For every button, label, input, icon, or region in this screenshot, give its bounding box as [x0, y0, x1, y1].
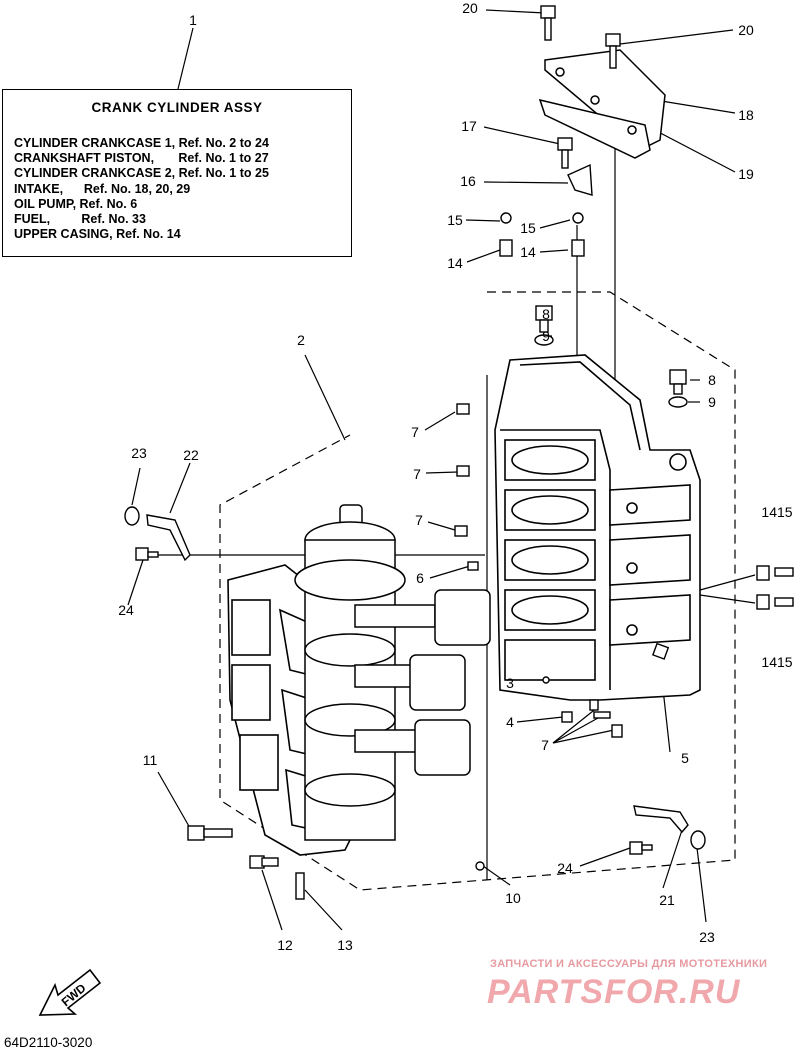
- callout-16[interactable]: 16: [460, 173, 476, 189]
- leader-2: [304, 354, 346, 441]
- callout-17[interactable]: 17: [461, 118, 477, 134]
- callout-20[interactable]: 20: [738, 22, 754, 38]
- callout-14[interactable]: 14: [520, 244, 536, 260]
- reference-line: CRANKSHAFT PISTON, Ref. No. 1 to 27: [14, 151, 269, 166]
- diagram-code: 64D2110-3020: [4, 1035, 93, 1050]
- callout-15[interactable]: 15: [520, 220, 536, 236]
- callout-1[interactable]: 1: [189, 12, 197, 28]
- callout-6[interactable]: 6: [416, 570, 424, 586]
- callout-12[interactable]: 12: [277, 937, 293, 953]
- watermark-tagline: ЗАПЧАСТИ И АКСЕССУАРЫ ДЛЯ МОТОТЕХНИКИ: [490, 958, 768, 970]
- callout-10[interactable]: 10: [505, 890, 521, 906]
- callout-7[interactable]: 7: [411, 424, 419, 440]
- callout-18[interactable]: 18: [738, 107, 754, 123]
- callout-24[interactable]: 24: [557, 860, 573, 876]
- watermark-logo: PARTSFOR.RU: [487, 973, 741, 1011]
- callout-2[interactable]: 2: [297, 332, 305, 348]
- callout-19[interactable]: 19: [738, 166, 754, 182]
- callout-5[interactable]: 5: [681, 750, 689, 766]
- reference-line: UPPER CASING, Ref. No. 14: [14, 227, 181, 242]
- callout-11[interactable]: 11: [142, 752, 158, 768]
- callout-4[interactable]: 4: [506, 714, 514, 730]
- callout-7[interactable]: 7: [415, 512, 423, 528]
- assembly-info-box: CRANK CYLINDER ASSY CYLINDER CRANKCASE 1…: [2, 89, 352, 257]
- callout-13[interactable]: 13: [337, 937, 353, 953]
- callout-9[interactable]: 9: [542, 328, 550, 344]
- reference-line: INTAKE, Ref. No. 18, 20, 29: [14, 181, 191, 196]
- callout-1415[interactable]: 1415: [761, 654, 793, 670]
- callout-23[interactable]: 23: [699, 929, 715, 945]
- callout-22[interactable]: 22: [183, 447, 199, 463]
- pistons: [354, 589, 491, 776]
- callout-8[interactable]: 8: [708, 372, 716, 388]
- callout-15[interactable]: 15: [447, 212, 463, 228]
- dashed-group-outline: [219, 291, 736, 891]
- reference-line: FUEL, Ref. No. 33: [14, 212, 146, 227]
- reference-line: CYLINDER CRANKCASE 2, Ref. No. 1 to 25: [14, 166, 269, 181]
- crankshaft: [294, 504, 406, 841]
- reference-line: OIL PUMP, Ref. No. 6: [14, 196, 138, 211]
- fasteners: [124, 5, 794, 900]
- callout-1415[interactable]: 1415: [761, 504, 793, 520]
- callout-20[interactable]: 20: [462, 0, 478, 16]
- callout-23[interactable]: 23: [131, 445, 147, 461]
- assembly-title: CRANK CYLINDER ASSY: [91, 100, 263, 115]
- callout-7[interactable]: 7: [413, 466, 421, 482]
- callout-21[interactable]: 21: [659, 892, 675, 908]
- leader-1: [177, 27, 194, 90]
- callout-24[interactable]: 24: [118, 602, 134, 618]
- reference-list: CYLINDER CRANKCASE 1, Ref. No. 2 to 24 C…: [14, 136, 269, 242]
- callout-9[interactable]: 9: [708, 394, 716, 410]
- callout-3[interactable]: 3: [506, 675, 514, 691]
- reference-line: CYLINDER CRANKCASE 1, Ref. No. 2 to 24: [14, 136, 269, 150]
- callout-14[interactable]: 14: [447, 255, 463, 271]
- callout-7[interactable]: 7: [541, 737, 549, 753]
- cylinder-block: [494, 354, 701, 701]
- callout-8[interactable]: 8: [542, 306, 550, 322]
- leader-4: [516, 716, 564, 723]
- fwd-arrow: [38, 968, 102, 1016]
- cover-and-gasket: [538, 49, 666, 159]
